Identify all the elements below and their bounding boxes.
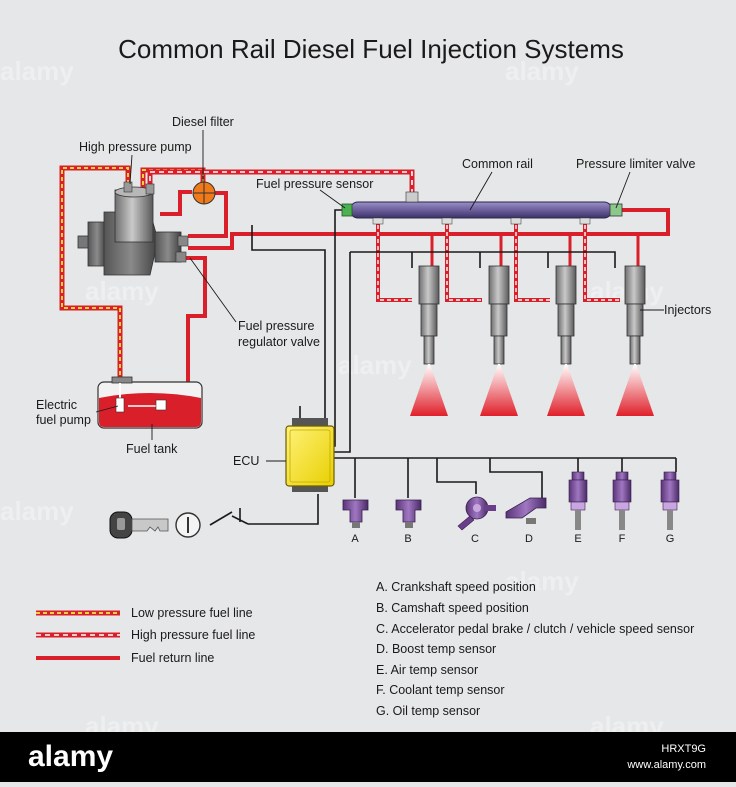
legend: Low pressure fuel line High pressure fue… xyxy=(36,606,255,665)
fuel-pressure-sensor xyxy=(341,203,353,217)
diagram-title: Common Rail Diesel Fuel Injection System… xyxy=(118,34,624,64)
injector-feed-lines xyxy=(376,218,620,302)
component-labels: Diesel filter High pressure pump Common … xyxy=(36,115,711,468)
key-item: F. Coolant temp sensor xyxy=(376,683,505,697)
label-fuel-pressure-sensor: Fuel pressure sensor xyxy=(256,177,373,191)
sensor-b-camshaft xyxy=(395,499,422,528)
label-electric-fuel-pump-2: fuel pump xyxy=(36,413,91,427)
watermark-text: alamy xyxy=(85,276,159,306)
footer-site: www.alamy.com xyxy=(626,759,706,771)
label-fuel-pressure-regulator-1: Fuel pressure xyxy=(238,319,314,333)
legend-label: Low pressure fuel line xyxy=(131,606,253,620)
fuel-tank xyxy=(97,376,203,429)
footer-logo: alamy xyxy=(28,740,113,773)
label-fuel-pressure-regulator-2: regulator valve xyxy=(238,335,320,349)
key-item: B. Camshaft speed position xyxy=(376,601,529,615)
sensor-g-oil-temp xyxy=(660,471,680,530)
ignition-key-icon xyxy=(109,511,169,539)
low-pressure-line xyxy=(59,165,131,382)
sensor-letter: G xyxy=(666,533,675,545)
injector xyxy=(547,265,585,416)
legend-label: High pressure fuel line xyxy=(131,628,255,642)
sensor-letter: E xyxy=(574,533,581,545)
fuel-return-line xyxy=(180,256,207,382)
legend-label: Fuel return line xyxy=(131,651,214,665)
fuel-lines xyxy=(59,165,670,382)
injector xyxy=(480,265,518,416)
injector xyxy=(616,265,654,416)
watermark-text: alamy xyxy=(0,56,74,86)
label-injectors: Injectors xyxy=(664,303,711,317)
legend-item-low-pressure: Low pressure fuel line xyxy=(36,606,253,620)
key-item: E. Air temp sensor xyxy=(376,663,478,677)
label-diesel-filter: Diesel filter xyxy=(172,115,234,129)
diesel-filter xyxy=(192,181,216,205)
leader-lines xyxy=(95,130,664,462)
ecu xyxy=(285,418,335,492)
fuel-return-line xyxy=(188,208,670,250)
footer-image-id: HRXT9G xyxy=(661,743,706,755)
watermark-text: alamy xyxy=(505,56,579,86)
ignition-switch-icon xyxy=(175,512,201,538)
sensor-letter: B xyxy=(404,533,411,545)
injectors xyxy=(410,265,654,416)
sensor-letter: D xyxy=(525,533,533,545)
common-rail xyxy=(341,191,623,225)
sensor-key: A. Crankshaft speed position B. Camshaft… xyxy=(376,580,694,718)
label-high-pressure-pump: High pressure pump xyxy=(79,140,192,154)
high-pressure-pump xyxy=(77,181,189,276)
key-item: G. Oil temp sensor xyxy=(376,704,480,718)
sensor-c-accelerator-pedal xyxy=(457,496,496,531)
wiring xyxy=(209,209,677,526)
key-item: A. Crankshaft speed position xyxy=(376,580,536,594)
label-fuel-tank: Fuel tank xyxy=(126,442,178,456)
fuel-return-line xyxy=(160,190,192,216)
label-pressure-limiter-valve: Pressure limiter valve xyxy=(576,157,696,171)
sensor-d-boost-temp xyxy=(505,497,547,524)
sensors xyxy=(342,471,680,531)
sensor-f-coolant-temp xyxy=(612,471,632,530)
pressure-limiter-valve xyxy=(609,203,623,217)
label-ecu: ECU xyxy=(233,454,259,468)
watermark-text: alamy xyxy=(505,566,579,596)
sensor-a-crankshaft xyxy=(342,499,369,528)
sensor-letters: A B C D E F G xyxy=(351,533,674,545)
key-item: D. Boost temp sensor xyxy=(376,642,496,656)
injector-return-lines xyxy=(430,236,640,272)
injector xyxy=(410,265,448,416)
watermark-text: alamy xyxy=(338,350,412,380)
legend-item-high-pressure: High pressure fuel line xyxy=(36,628,255,642)
watermark-text: alamy xyxy=(0,496,74,526)
electric-fuel-pump xyxy=(115,397,125,413)
footer-bar: alamy HRXT9G www.alamy.com xyxy=(0,732,736,782)
label-electric-fuel-pump-1: Electric xyxy=(36,398,77,412)
key-item: C. Accelerator pedal brake / clutch / ve… xyxy=(376,622,694,636)
sensor-letter: A xyxy=(351,533,359,545)
label-common-rail: Common rail xyxy=(462,157,533,171)
sensor-letter: C xyxy=(471,533,479,545)
legend-item-fuel-return: Fuel return line xyxy=(36,651,214,665)
sensor-letter: F xyxy=(619,533,626,545)
sensor-e-air-temp xyxy=(568,471,588,530)
